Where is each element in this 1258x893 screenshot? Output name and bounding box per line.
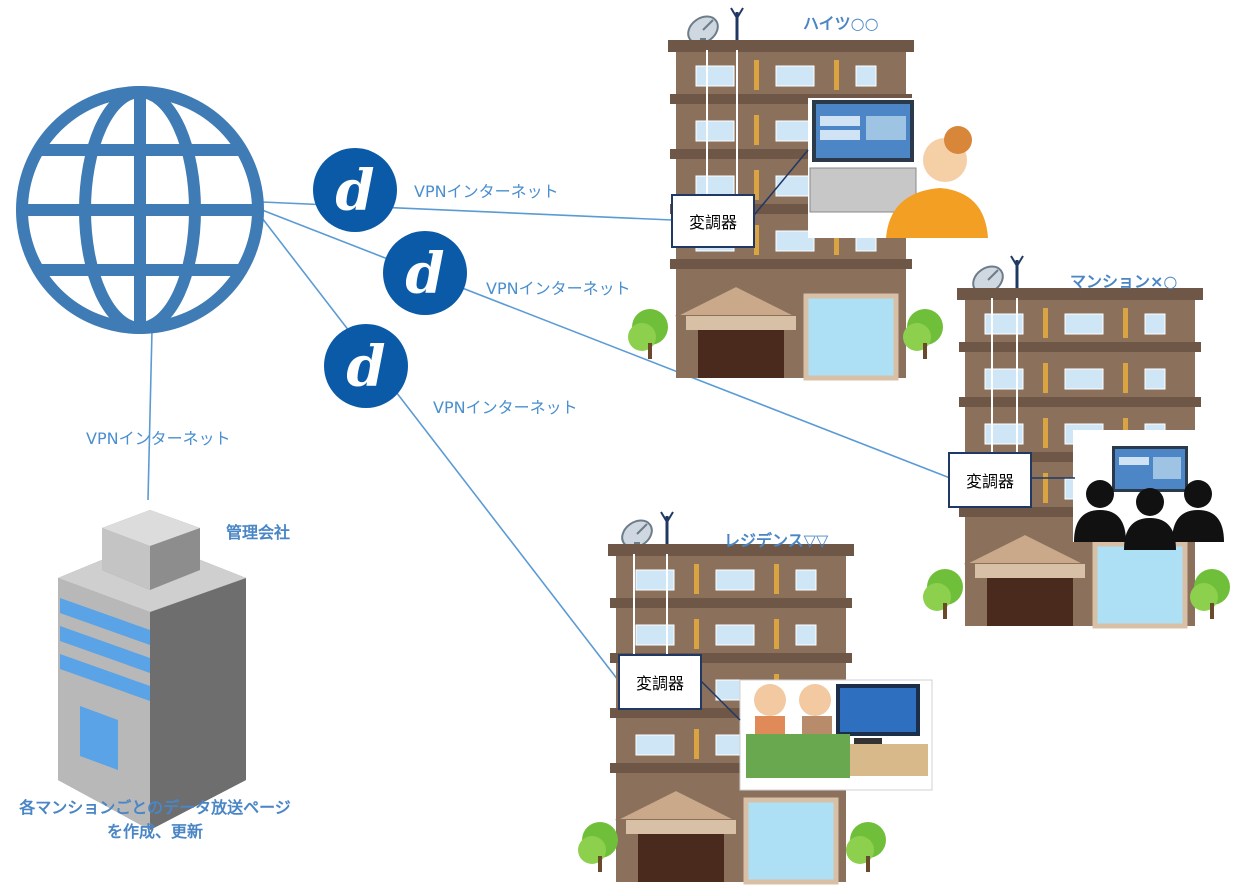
vpn-link-management (147, 329, 153, 501)
vpn-label-mansion: VPNインターネット (486, 279, 631, 298)
router-icon-1: d (313, 148, 397, 232)
tree-icon (846, 822, 886, 872)
building-residence (578, 510, 886, 882)
tv-viewer-scene-3 (699, 679, 933, 791)
vpn-label-management: VPNインターネット (86, 429, 231, 448)
tree-icon (923, 569, 963, 619)
tv-viewer-scene-1 (749, 98, 988, 238)
management-caption-line1: 各マンションごとのデータ放送ページ (19, 798, 291, 817)
management-caption: 各マンションごとのデータ放送ページ を作成、更新 (5, 796, 305, 844)
modulator-box-haitsu: 変調器 (671, 194, 755, 248)
building-mansion (923, 254, 1230, 626)
vpn-link-residence (261, 217, 619, 681)
router-badge-text: d (346, 334, 385, 400)
router-badge-text: d (335, 158, 374, 224)
router-badge-text: d (405, 241, 444, 307)
tree-icon (903, 309, 943, 359)
tree-icon (628, 309, 668, 359)
tree-icon (578, 822, 618, 872)
building-haitsu (628, 6, 943, 378)
vpn-label-residence: VPNインターネット (433, 398, 578, 417)
vpn-link-mansion (261, 209, 951, 479)
vpn-label-haitsu: VPNインターネット (414, 182, 559, 201)
modulator-box-residence: 変調器 (618, 654, 702, 710)
building-name-residence: レジデンス▽▽ (724, 531, 829, 550)
modulator-box-mansion: 変調器 (948, 452, 1032, 508)
tv-viewer-scene-2 (1030, 430, 1224, 550)
office-building-icon (58, 510, 246, 830)
management-caption-line2: を作成、更新 (106, 822, 203, 841)
globe-icon (16, 86, 264, 334)
router-icon-3: d (324, 324, 408, 408)
tree-icon (1190, 569, 1230, 619)
person-icon (799, 684, 831, 716)
management-company-label: 管理会社 (226, 523, 291, 542)
person-icon (754, 684, 786, 716)
router-icon-2: d (383, 231, 467, 315)
building-name-mansion: マンション×○ (1070, 272, 1178, 291)
building-name-haitsu: ハイツ○○ (803, 14, 879, 33)
